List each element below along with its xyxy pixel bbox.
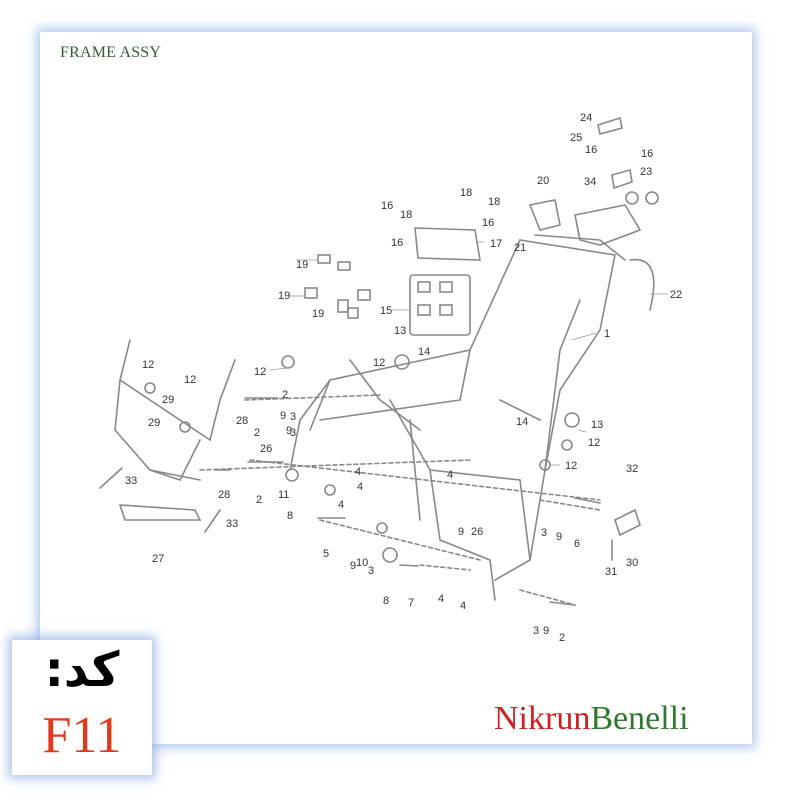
- callout-16c: 16: [482, 217, 494, 229]
- callout-4c: 4: [460, 600, 466, 612]
- callout-3b: 3: [533, 625, 539, 637]
- callout-12e: 12: [588, 437, 600, 449]
- callout-3d: 3: [368, 565, 374, 577]
- callout-24: 24: [580, 112, 592, 124]
- callout-4f: 4: [357, 481, 363, 493]
- callout-4b: 4: [438, 593, 444, 605]
- callout-28: 28: [236, 415, 248, 427]
- diagram-title: FRAME ASSY: [60, 44, 162, 61]
- callout-17: 17: [490, 238, 502, 250]
- callout-7: 7: [408, 597, 414, 609]
- callout-5: 5: [323, 548, 329, 560]
- brand-wordmark: NikrunBenelli: [494, 700, 689, 738]
- callout-9f: 9: [286, 425, 292, 437]
- callout-29: 29: [162, 394, 174, 406]
- callout-20: 20: [537, 175, 549, 187]
- callout-3e: 3: [290, 411, 296, 423]
- callout-2d: 2: [282, 389, 288, 401]
- callout-19: 19: [296, 259, 308, 271]
- callout-13: 13: [394, 325, 406, 337]
- callout-12c: 12: [254, 366, 266, 378]
- brand-part-1: Nikrun: [494, 700, 591, 737]
- callout-13b: 13: [591, 419, 603, 431]
- callout-16b: 16: [391, 237, 403, 249]
- callout-30: 30: [626, 557, 638, 569]
- callout-19b: 19: [278, 290, 290, 302]
- callout-25: 25: [570, 132, 582, 144]
- callout-34: 34: [584, 176, 596, 188]
- callout-26b: 26: [471, 526, 483, 538]
- part-code-label: کد:: [44, 642, 120, 698]
- callout-14: 14: [418, 346, 430, 358]
- callout-33b: 33: [226, 518, 238, 530]
- callout-leaders: [269, 241, 668, 466]
- callout-3c: 3: [541, 527, 547, 539]
- callout-33: 33: [125, 475, 137, 487]
- callout-12f: 12: [565, 460, 577, 472]
- frame-drawing: [99, 116, 659, 606]
- callout-10: 10: [356, 557, 368, 569]
- callout-4e: 4: [447, 469, 453, 481]
- callout-11: 11: [278, 489, 289, 501]
- callout-9c: 9: [556, 531, 562, 543]
- brand-part-2: Benelli: [590, 700, 689, 737]
- callout-2: 2: [256, 494, 262, 506]
- callout-15: 15: [380, 305, 392, 317]
- callout-16d: 16: [585, 144, 597, 156]
- callout-27: 27: [152, 553, 164, 565]
- callout-28b: 28: [218, 489, 230, 501]
- callout-31: 31: [605, 566, 617, 578]
- callout-4d: 4: [355, 466, 361, 478]
- callout-8b: 8: [287, 510, 293, 522]
- callout-8: 8: [383, 595, 389, 607]
- part-code-box: کد: F11: [12, 640, 152, 775]
- callout-21: 21: [514, 242, 526, 254]
- callout-6: 6: [574, 538, 580, 550]
- callout-29b: 29: [148, 417, 160, 429]
- callout-26: 26: [260, 443, 272, 455]
- callout-32: 32: [626, 463, 638, 475]
- callout-4: 4: [338, 499, 344, 511]
- diagram-panel: FRAME ASSY: [40, 32, 752, 744]
- callout-9e: 9: [280, 410, 286, 422]
- callout-18: 18: [460, 187, 472, 199]
- callout-12d: 12: [373, 357, 385, 369]
- callout-12b: 12: [184, 374, 196, 386]
- callout-2b: 2: [559, 632, 565, 644]
- callout-2c: 2: [254, 427, 260, 439]
- callout-12: 12: [142, 359, 154, 371]
- callout-3: 3: [290, 427, 296, 439]
- callout-1: 1: [604, 328, 610, 340]
- callout-16: 16: [381, 200, 393, 212]
- callout-18b: 18: [400, 209, 412, 221]
- callout-9: 9: [350, 560, 356, 572]
- callout-23: 23: [640, 166, 652, 178]
- callout-16e: 16: [641, 148, 653, 160]
- part-code-value: F11: [42, 707, 122, 764]
- callout-19c: 19: [312, 308, 324, 320]
- callout-22: 22: [670, 289, 682, 301]
- callout-9b: 9: [543, 625, 549, 637]
- callout-18c: 18: [488, 196, 500, 208]
- callout-9d: 9: [458, 526, 464, 538]
- callout-14b: 14: [516, 416, 528, 428]
- callout-labels: 1 2 2 2 2 3 3 3 3 3 4 4 4 4 4 4 5 6 7 8 …: [125, 112, 682, 644]
